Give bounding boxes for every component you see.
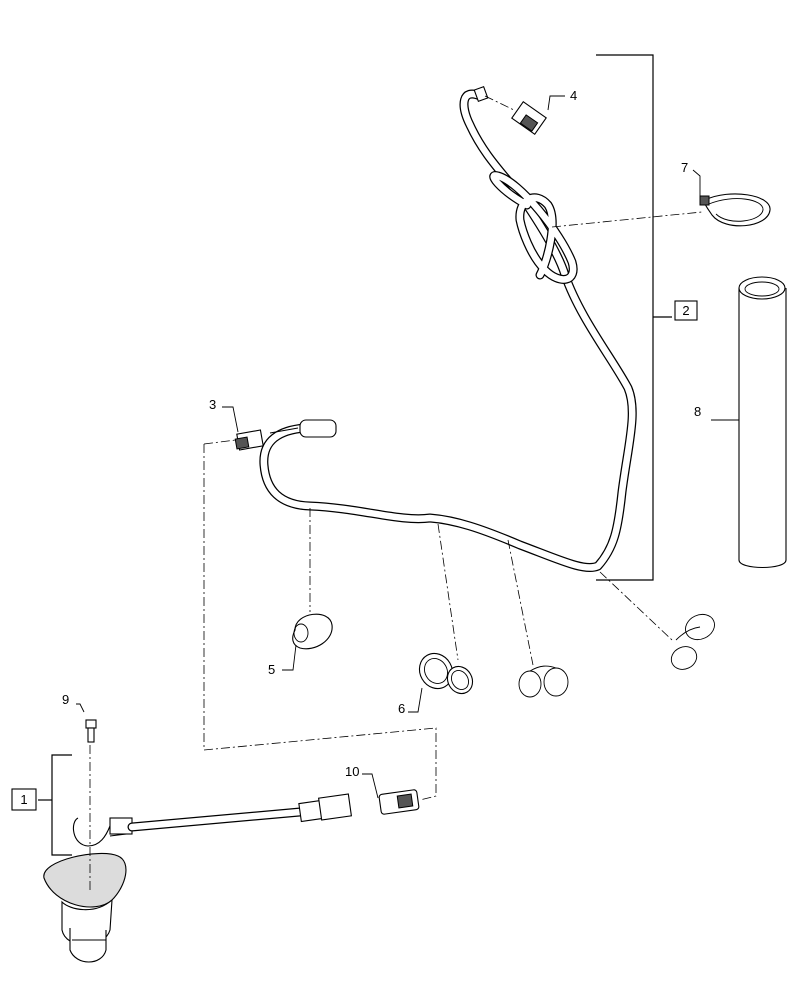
callout-5: 5 [268, 662, 275, 677]
callout-2: 2 [682, 303, 689, 318]
assembly-1-bracket [11, 754, 72, 856]
connector-3 [203, 406, 264, 451]
callout-1: 1 [20, 792, 27, 807]
sensor-assembly-1 [43, 745, 353, 963]
clamp-middle [507, 539, 569, 698]
bolt-9 [76, 703, 97, 743]
clamp-right [599, 571, 715, 670]
clip-5 [282, 508, 333, 671]
sleeve-tube-8 [711, 276, 787, 568]
leader-3-10 [203, 444, 437, 801]
clamp-6 [408, 523, 474, 713]
callout-4: 4 [570, 88, 577, 103]
assembly-2-bracket [596, 54, 698, 581]
callout-8: 8 [694, 404, 701, 419]
cable-tie-7 [551, 169, 771, 228]
callout-6: 6 [398, 701, 405, 716]
callout-10: 10 [345, 764, 359, 779]
callout-7: 7 [681, 160, 688, 175]
connector-10 [362, 773, 420, 815]
wire-harness [259, 85, 637, 573]
connector-4 [484, 95, 565, 135]
callout-3: 3 [209, 397, 216, 412]
callout-9: 9 [62, 692, 69, 707]
